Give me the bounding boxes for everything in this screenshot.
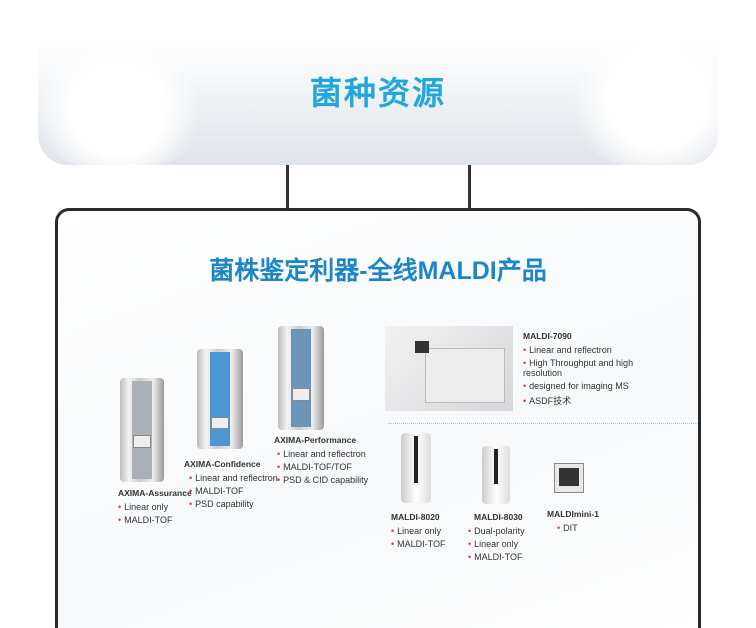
connector-line xyxy=(468,165,471,209)
panel-heading: 菌株鉴定利器-全线MALDI产品 xyxy=(209,257,547,285)
feature: Linear and reflectron xyxy=(523,345,663,355)
product-maldi-8030: MALDI-8030 Dual-polarityLinear onlyMALDI… xyxy=(468,512,525,565)
milk-splash xyxy=(558,40,718,165)
product-maldimini-1: MALDImini-1 DIT xyxy=(547,509,599,536)
maldi-8030-image xyxy=(482,446,510,504)
axima-confidence-image xyxy=(197,349,243,449)
feature: Linear only xyxy=(118,502,192,512)
feature: High Throughput and high resolution xyxy=(523,358,663,378)
feature: MALDI-TOF xyxy=(468,552,525,562)
feature: MALDI-TOF xyxy=(118,515,192,525)
separator xyxy=(388,423,698,424)
feature: Linear only xyxy=(391,526,446,536)
feature: MALDI-TOF xyxy=(391,539,445,549)
product-name: MALDI-7090 xyxy=(523,331,572,341)
product-name: AXIMA-Performance xyxy=(274,435,357,445)
product-name: AXIMA-Assurance xyxy=(118,488,192,498)
feature: Linear and reflectron xyxy=(189,473,278,483)
feature: PSD & CID capability xyxy=(277,475,368,485)
product-axima-assurance: AXIMA-Assurance Linear onlyMALDI-TOF xyxy=(118,488,192,528)
axima-assurance-image xyxy=(120,378,164,482)
product-axima-performance: AXIMA-Performance Linear and reflectronM… xyxy=(274,435,368,488)
product-axima-confidence: AXIMA-Confidence Linear and reflectronMA… xyxy=(184,459,278,512)
product-name: MALDImini-1 xyxy=(547,509,599,519)
maldimini-1-image xyxy=(554,463,584,493)
product-name: AXIMA-Confidence xyxy=(184,459,261,469)
feature: MALDI-TOF xyxy=(189,486,278,496)
feature: Linear and reflectron xyxy=(277,449,368,459)
product-maldi-8020: MALDI-8020 Linear onlyMALDI-TOF xyxy=(391,512,446,552)
product-maldi-7090: MALDI-7090 Linear and reflectronHigh Thr… xyxy=(523,331,663,410)
milk-splash xyxy=(38,50,218,165)
banner: 菌种资源 xyxy=(38,40,718,165)
product-panel: 菌株鉴定利器-全线MALDI产品 AXIMA-Assurance Linear … xyxy=(55,208,701,628)
axima-performance-image xyxy=(278,326,324,430)
feature: MALDI-TOF/TOF xyxy=(277,462,368,472)
maldi-8020-image xyxy=(401,433,431,503)
feature: Dual-polarity xyxy=(468,526,525,536)
maldi-7090-image xyxy=(385,326,513,411)
connector-line xyxy=(286,165,289,209)
feature: designed for imaging MS xyxy=(523,381,663,391)
product-name: MALDI-8030 xyxy=(474,512,523,522)
feature: PSD capability xyxy=(189,499,278,509)
banner-title: 菌种资源 xyxy=(309,75,446,111)
feature: Linear only xyxy=(468,539,525,549)
product-name: MALDI-8020 xyxy=(391,512,440,522)
feature: ASDF技术 xyxy=(523,394,663,407)
feature: DIT xyxy=(557,523,599,533)
